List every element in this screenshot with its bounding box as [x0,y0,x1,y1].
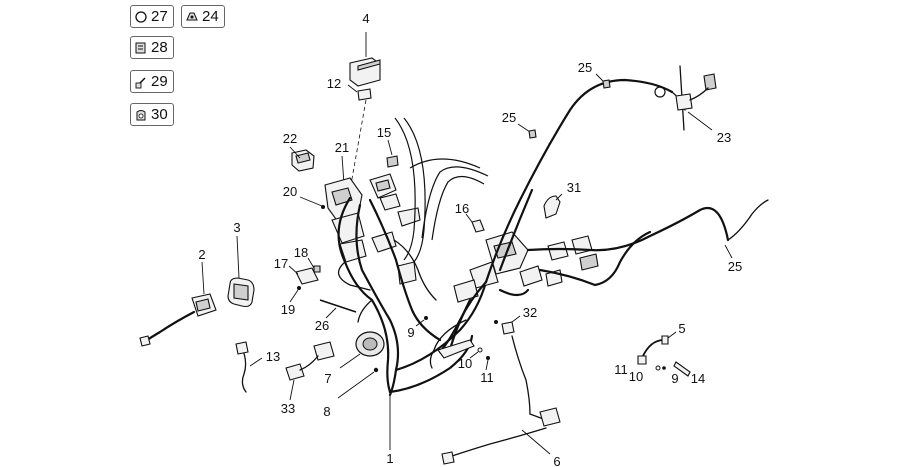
callout-25-right: 25 [728,259,742,274]
legend-label: 30 [151,106,168,123]
screw-part [424,316,428,320]
callout-12: 12 [327,76,341,91]
grommet-part [602,79,611,89]
callout-11-center: 11 [480,370,494,385]
screw-part [321,205,325,209]
callout-6: 6 [553,454,560,467]
callout-17: 17 [274,256,288,271]
leader-9 [415,319,425,327]
leader-25b [517,123,531,133]
callout-2: 2 [198,247,205,262]
callout-15: 15 [377,125,391,140]
callout-5: 5 [678,321,685,336]
cable-6-part [441,407,561,465]
rear-wiring-harness [429,78,769,415]
harness-front-junction [324,173,421,285]
leader-11 [485,359,489,371]
connector-32-part [494,315,521,335]
nut-part [486,356,490,360]
callout-10-center: 10 [458,356,472,371]
callout-33: 33 [281,401,295,416]
callout-19: 19 [281,302,295,317]
relay-17-part [288,257,321,303]
regulator-part [227,235,255,308]
callout-1: 1 [386,451,393,466]
hose-part [394,117,489,263]
callout-9-right: 9 [671,371,678,386]
holder-clip-icon [134,108,148,122]
callout-9-center: 9 [407,325,414,340]
washer-part [477,347,483,353]
cap-16-part [465,213,485,233]
legend-label: 27 [151,8,168,25]
callout-3: 3 [233,220,240,235]
battery-cable-5-part [637,331,691,377]
callout-16: 16 [455,201,469,216]
horn-part [339,331,385,369]
connector-13-part [235,341,263,393]
relay-part [349,32,381,87]
grommet-part [528,129,537,139]
callout-18: 18 [294,245,308,260]
legend-label: 24 [202,8,219,25]
rod-26-part [319,299,357,319]
legend-item-27: 27 [130,5,174,28]
callout-11-right: 11 [614,362,628,377]
screw-part [373,367,379,373]
cable-tie-icon [134,75,148,89]
bracket-clip-icon [134,41,148,55]
fuse-box-part [289,146,315,172]
callout-25-top: 25 [578,60,592,75]
callout-22: 22 [283,131,297,146]
callout-4: 4 [362,11,369,26]
leader-10 [469,351,479,359]
callout-23: 23 [717,130,731,145]
callout-8: 8 [323,404,330,419]
legend-label: 28 [151,39,168,56]
o-ring-icon [134,10,148,24]
callout-31: 31 [567,180,581,195]
relay-holder-part [347,84,372,101]
bracket-31-part [543,193,563,219]
leader-8 [337,371,375,399]
legend-item-30: 30 [130,103,174,126]
main-wiring-harness [337,196,488,397]
callout-20: 20 [283,184,297,199]
clip-icon [185,10,199,24]
leader-25c [724,244,733,259]
harness-bracket-part [437,339,475,359]
callout-14: 14 [691,371,705,386]
callout-32: 32 [523,305,537,320]
callout-21: 21 [335,140,349,155]
leader-20 [299,196,323,207]
callout-26: 26 [315,318,329,333]
legend-label: 29 [151,73,168,90]
callout-25-mid: 25 [502,110,516,125]
connector-33-part [285,341,335,401]
legend-item-28: 28 [130,36,174,59]
sensor-2-part [139,261,217,347]
connector-23-part [654,65,717,131]
legend-item-24: 24 [181,5,225,28]
callout-13: 13 [266,349,280,364]
callout-10-right: 10 [629,369,643,384]
legend-item-29: 29 [130,70,174,93]
connector-15-part [386,139,399,168]
callout-7: 7 [324,371,331,386]
